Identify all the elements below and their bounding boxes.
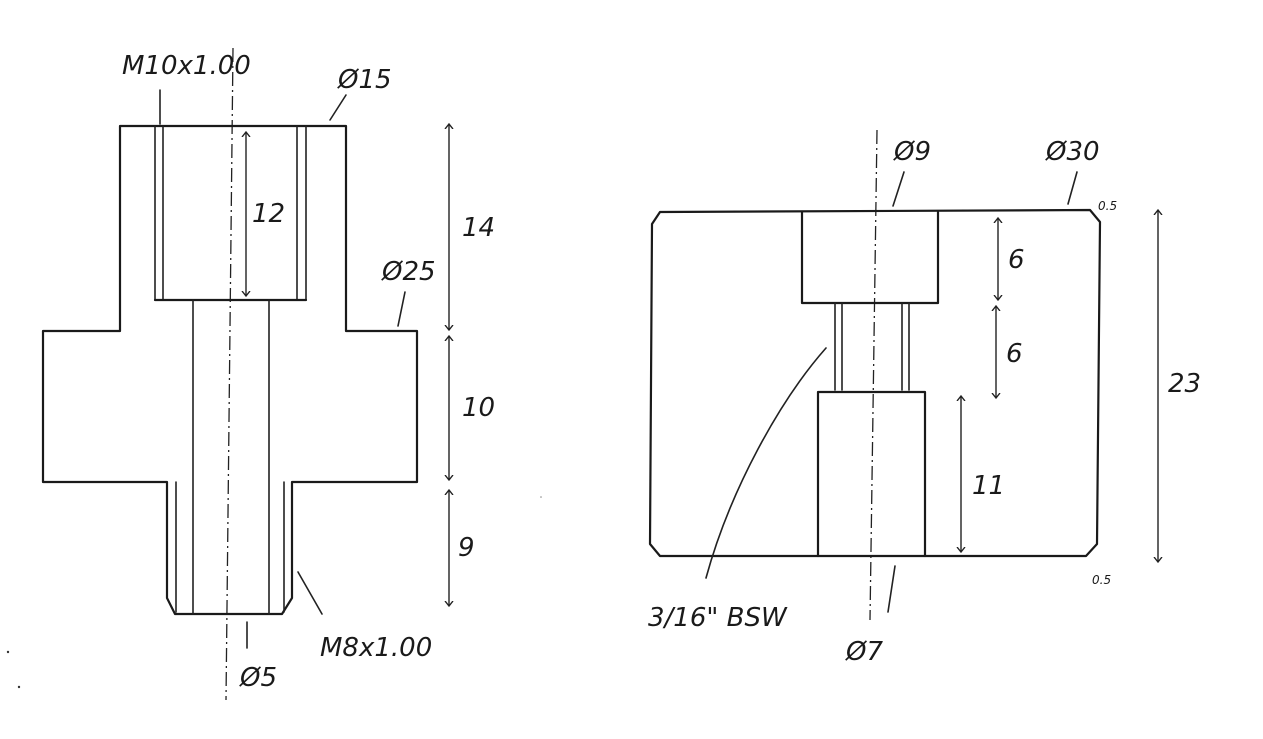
leader-dia7	[887, 565, 896, 613]
left-part-outline	[41, 124, 419, 616]
label-height-bottom: 9	[458, 533, 475, 563]
leader-bsw	[705, 347, 827, 579]
label-dia-lower-bore: Ø7	[845, 637, 883, 667]
right-center-axis	[869, 129, 878, 621]
label-thread-top: M10x1.00	[122, 51, 251, 81]
right-part: Ø9 Ø30 0.5 0.5 6 6 23 11 3/16" BSW Ø7	[648, 129, 1201, 667]
stray-mark	[540, 496, 542, 498]
label-depth-counterbore: 6	[1008, 245, 1025, 275]
label-height-flange: 10	[462, 393, 495, 423]
label-dia-counterbore: Ø9	[893, 137, 931, 167]
leader-dia15	[329, 94, 347, 121]
stray-mark	[6, 650, 10, 654]
right-part-outline	[648, 208, 1102, 558]
label-depth-bore: 12	[252, 199, 285, 229]
label-dia-outer: Ø30	[1045, 137, 1100, 167]
label-dia-flange: Ø25	[381, 257, 436, 287]
label-dia-top: Ø15	[337, 65, 392, 95]
label-total-height: 23	[1168, 369, 1201, 399]
label-chamfer-top: 0.5	[1098, 199, 1117, 213]
label-thread-length: 6	[1006, 339, 1023, 369]
bottom-thread	[175, 481, 285, 613]
leader-m8	[297, 571, 323, 615]
label-thread-spec: 3/16" BSW	[648, 603, 788, 633]
lower-bore	[816, 390, 927, 558]
label-height-top: 14	[462, 213, 495, 243]
counterbore	[800, 210, 940, 305]
left-part: M10x1.00 Ø15 12 14 Ø25 10 9 M8x1.00 Ø5	[41, 47, 495, 701]
top-threaded-bore	[153, 125, 308, 302]
threaded-section	[834, 302, 910, 391]
leader-dia25	[397, 291, 406, 327]
label-dia-bore: Ø5	[239, 663, 277, 693]
left-center-axis	[225, 47, 234, 701]
leader-dia30	[1067, 171, 1078, 205]
label-thread-bottom: M8x1.00	[320, 633, 432, 663]
through-bore	[192, 299, 270, 615]
leader-dia9	[892, 171, 905, 207]
stray-mark	[17, 685, 21, 689]
label-chamfer-bottom: 0.5	[1092, 573, 1111, 587]
label-depth-lower-bore: 11	[972, 471, 1005, 501]
